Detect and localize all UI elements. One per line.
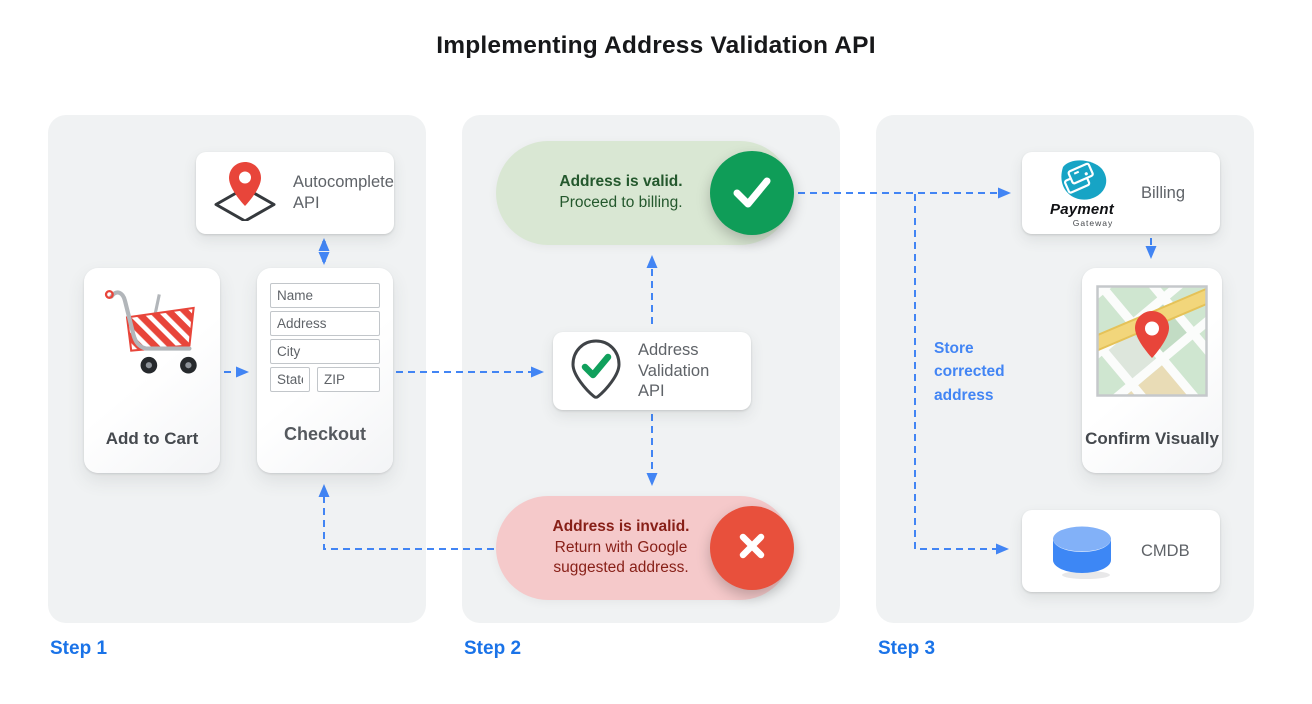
address-valid-title: Address is valid. [559,173,683,191]
checkout-card: Checkout [257,268,393,473]
map-image [1096,285,1208,402]
database-icon [1038,522,1126,580]
address-validation-api-label: Address Validation API [638,341,710,401]
cmdb-card: CMDB [1022,510,1220,592]
check-icon [710,149,794,238]
address-valid-pill: Address is valid. Proceed to billing. [496,141,794,245]
map-pin-diamond-icon [212,161,278,226]
store-corrected-address-note: Store corrected address [934,340,1005,404]
confirm-visually-card: Confirm Visually [1082,268,1222,473]
pin-check-icon [569,338,623,405]
confirm-visually-label: Confirm Visually [1085,428,1219,448]
cmdb-label: CMDB [1141,541,1190,560]
address-invalid-title: Address is invalid. [552,518,690,536]
zip-field[interactable] [317,367,380,392]
city-field[interactable] [270,339,380,364]
autocomplete-api-card: Autocomplete API [196,152,394,234]
billing-card: Payment Gateway Billing [1022,152,1220,234]
step1-label: Step 1 [50,638,108,659]
x-icon [710,504,794,593]
add-to-cart-card: Add to Cart [84,268,220,473]
billing-label: Billing [1141,183,1186,202]
address-field[interactable] [270,311,380,336]
address-validation-api-card: Address Validation API [553,332,751,410]
address-valid-subtitle: Proceed to billing. [559,194,683,211]
shopping-cart-icon [100,286,204,387]
step2-label: Step 2 [464,638,522,659]
name-field[interactable] [270,283,380,308]
add-to-cart-label: Add to Cart [105,428,199,448]
autocomplete-api-label: Autocomplete API [293,173,394,212]
payment-gateway-logo: Payment Gateway [1038,159,1126,228]
page-title: Implementing Address Validation API [436,32,876,59]
address-invalid-subtitle: Return with Google suggested address. [553,538,689,577]
x-circle [710,506,794,590]
payment-logo-subtitle: Gateway [1072,217,1114,228]
payment-logo-title: Payment [1050,200,1114,218]
address-invalid-pill: Address is invalid. Return with Google s… [496,496,794,600]
step3-label: Step 3 [878,638,936,659]
state-field[interactable] [270,367,310,392]
check-circle [710,151,794,235]
checkout-label: Checkout [283,423,366,444]
checkout-form [270,283,380,392]
payment-gateway-icon [1061,159,1107,200]
